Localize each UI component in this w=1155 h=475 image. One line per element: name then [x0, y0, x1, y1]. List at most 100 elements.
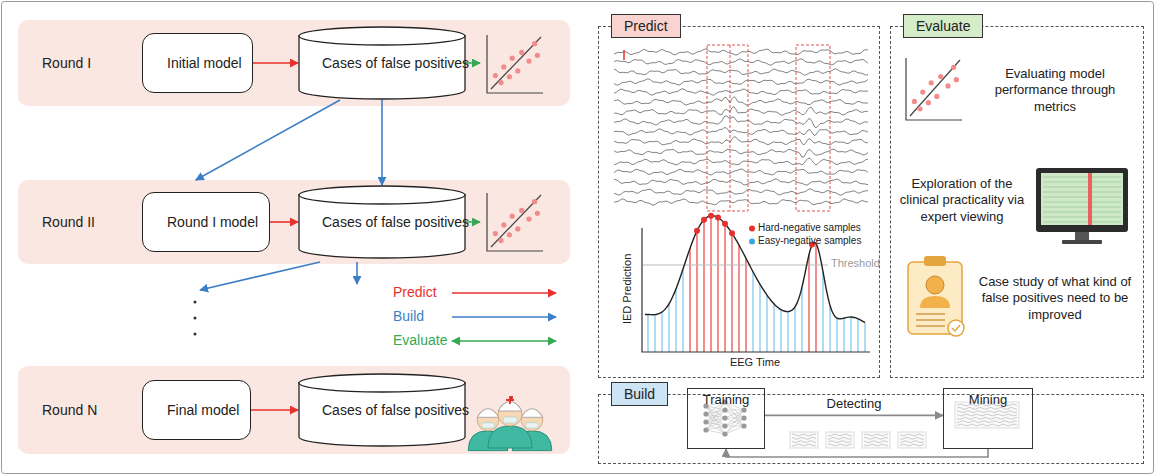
monitor-icon [1036, 168, 1128, 244]
hard-negative-dot [708, 213, 714, 219]
monitor-base [1062, 240, 1102, 244]
thumb-frame [862, 432, 890, 448]
prediction-bar [759, 284, 760, 352]
text-line [916, 325, 945, 326]
trend-line [491, 195, 541, 247]
connector-arrow [253, 62, 298, 64]
legend-label: Evaluate [393, 332, 447, 348]
node-label: Final model [167, 402, 239, 419]
legend-label: Easy-negative samples [758, 235, 861, 246]
thumb-frame [826, 432, 854, 448]
net-unit [703, 427, 708, 432]
legend-swatch [749, 226, 755, 232]
screen-trace [1043, 202, 1121, 203]
ellipsis-dot [194, 301, 197, 304]
highlight-bar [1088, 173, 1092, 225]
text-line [916, 319, 945, 320]
round-band: Round NFinal modelCases of false positiv… [18, 366, 570, 454]
data-dot [501, 222, 506, 227]
metrics-icon [906, 58, 962, 120]
sample-thumbnail [790, 432, 818, 448]
edge-label: Detecting [824, 396, 885, 411]
cylinder-top [299, 186, 465, 204]
data-dot [515, 68, 520, 73]
net-link [725, 418, 744, 434]
eeg-traces [614, 45, 868, 211]
prediction-bar [850, 317, 851, 352]
screen-trace [1043, 207, 1121, 208]
build-arrow [200, 262, 320, 290]
connector-arrow [765, 415, 943, 417]
thumb-trace [792, 434, 816, 436]
thumb-trace [828, 444, 852, 446]
connector-arrow [251, 409, 298, 411]
thumb-trace [957, 421, 1017, 423]
thumb-trace [864, 437, 888, 439]
monitor-frame [1036, 168, 1128, 232]
round-band: Round IInitial modelCases of false posit… [18, 20, 570, 106]
screen-trace [1043, 187, 1121, 188]
net-link [725, 410, 744, 426]
prediction-bar [703, 220, 704, 352]
prediction-bar [836, 318, 837, 352]
round-band: Round IIRound I modelCases of false posi… [18, 180, 570, 264]
axis-title: IED Prediction [621, 229, 635, 349]
prediction-curve [645, 216, 865, 323]
threshold-line [643, 265, 828, 266]
data-dot [510, 56, 515, 61]
legend-label: Hard-negative samples [758, 222, 861, 233]
thumb-trace [864, 444, 888, 446]
data-dot [532, 199, 537, 204]
database-cylinder: Cases of false positives [298, 26, 466, 100]
net-link [725, 410, 744, 426]
panel-title: Build [611, 382, 668, 406]
sample-thumbnail [898, 432, 926, 448]
training-step: Training [687, 401, 765, 449]
cylinder-top [299, 374, 465, 392]
sample-thumbnail [862, 432, 890, 448]
net-unit [722, 423, 727, 428]
thumb-trace [864, 441, 888, 443]
net-link [706, 426, 725, 430]
ied-window [796, 45, 830, 211]
legend-label: Build [393, 308, 424, 324]
axis [906, 58, 962, 120]
panel-title: Predict [611, 14, 681, 38]
data-dot [526, 59, 531, 64]
screen-trace [1043, 212, 1121, 213]
doctor-cap [521, 409, 543, 418]
data-dot [938, 74, 943, 79]
prediction-bar [647, 315, 648, 352]
thumb-trace [792, 444, 816, 446]
data-dot [934, 94, 939, 99]
ied-window [730, 45, 731, 211]
hard-negative-dot [701, 217, 707, 223]
data-dot [493, 73, 498, 78]
person-head [926, 276, 944, 294]
net-unit [741, 423, 746, 428]
round-band-fill [18, 366, 570, 454]
node-label: Mining [943, 388, 1033, 449]
round-label: Round N [42, 402, 97, 418]
prediction-bar [682, 269, 683, 352]
data-dot [535, 211, 540, 216]
node-label: Cases of false positives [322, 55, 469, 72]
net-unit [722, 415, 727, 420]
prediction-bar [668, 304, 669, 352]
data-dot [951, 65, 956, 70]
round-band-fill [18, 20, 570, 106]
person-body [920, 296, 950, 308]
evaluate-step: Evaluating model performance through met… [972, 66, 1138, 115]
round-label: Round I [42, 55, 91, 71]
threshold-label: Threshold [831, 257, 879, 271]
data-dot [519, 50, 524, 55]
clipboard-icon [908, 256, 964, 336]
screen-trace [1043, 197, 1121, 198]
net-link [725, 426, 744, 434]
legend-line-sample [452, 316, 556, 318]
thumb-trace [792, 437, 816, 439]
data-dot [912, 99, 917, 104]
model-box: Round I model [142, 192, 270, 252]
